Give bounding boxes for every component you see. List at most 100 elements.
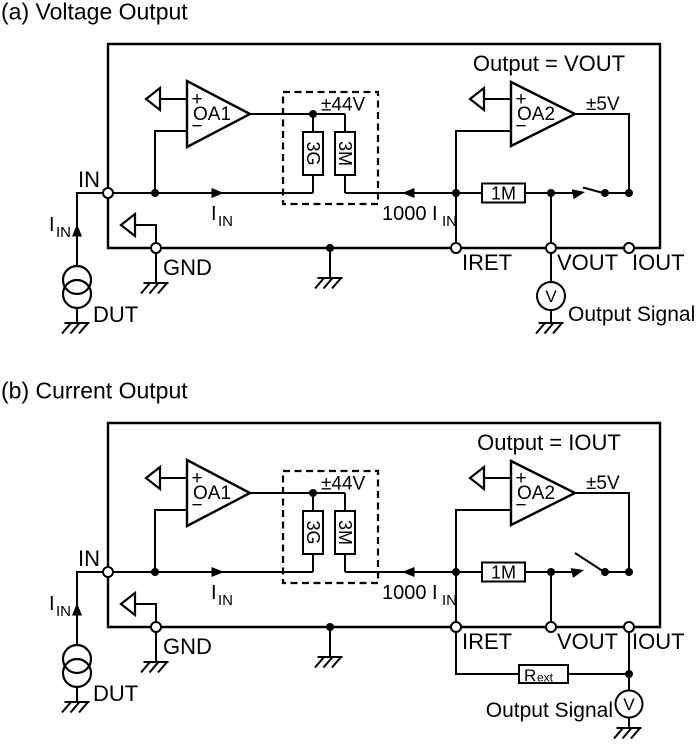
oa2-label: OA2 — [517, 483, 555, 504]
svg-text:I: I — [211, 203, 217, 225]
resistor-3m-label: 3M — [335, 520, 355, 545]
wire — [76, 571, 108, 645]
hv-supply-label: ±44V — [321, 474, 366, 495]
current-arrow-icon — [72, 224, 82, 237]
ground-symbol — [613, 727, 643, 740]
terminal-in — [102, 187, 114, 199]
dut-label: DUT — [93, 302, 138, 327]
resistor-3g: 3G — [302, 131, 324, 176]
ground-symbol — [61, 701, 91, 714]
junction-dot — [452, 568, 460, 576]
ground-symbol — [61, 322, 91, 335]
input-current-wire-label: I IN — [211, 582, 233, 609]
terminal-gnd-label: GND — [163, 255, 212, 280]
switch-contact-arrow-icon — [570, 565, 586, 578]
ground-symbol — [140, 661, 170, 674]
scaled-current-label: 1000 I IN — [382, 582, 457, 609]
resistor-rext: R ext — [518, 664, 569, 685]
resistor-rext-body — [518, 664, 569, 684]
voltmeter-symbol: V — [545, 287, 557, 306]
wire — [135, 603, 157, 627]
resistor-3g-body — [302, 131, 324, 176]
output-voltmeter: V — [614, 689, 644, 719]
guard-shield-icon — [144, 465, 162, 491]
terminal-iret-label: IRET — [462, 250, 512, 275]
oa1-triangle — [185, 458, 253, 528]
hv-supply-label: ±44V — [321, 95, 366, 116]
resistor-rext-sub: ext — [537, 671, 554, 685]
svg-text:IN: IN — [56, 224, 71, 241]
terminal-vout-label: VOUT — [557, 250, 618, 275]
resistor-1m: 1M — [481, 182, 526, 204]
dut-current-source — [61, 643, 93, 689]
resistor-3m: 3M — [334, 510, 356, 555]
oa2-minus-input: − — [515, 116, 526, 137]
wire — [575, 113, 630, 193]
junction-dot — [151, 568, 159, 576]
resistor-3g: 3G — [302, 510, 324, 555]
diagram-a: (a) Voltage Output — [1, 0, 695, 335]
diagram-b-title: (b) Current Output — [1, 378, 188, 404]
current-arrow-icon — [402, 188, 415, 198]
input-current-label: I IN — [49, 214, 71, 241]
input-current-wire-label: I IN — [211, 203, 233, 230]
dut-current-source — [61, 264, 93, 310]
oa1-label: OA1 — [193, 104, 231, 125]
guard-shield-icon — [119, 591, 137, 617]
guard-shield-icon — [468, 86, 486, 112]
current-arrow-icon — [402, 567, 415, 577]
junction-dot — [452, 189, 460, 197]
terminal-iret — [450, 242, 462, 254]
svg-text:IN: IN — [218, 592, 233, 609]
terminal-gnd-label: GND — [163, 634, 212, 659]
terminal-iret-label: IRET — [462, 629, 512, 654]
svg-text:I: I — [211, 582, 217, 604]
current-arrow-icon — [211, 567, 224, 577]
oa2-triangle — [509, 80, 578, 148]
junction-dot — [151, 189, 159, 197]
output-equation: Output = IOUT — [477, 430, 621, 455]
switch-contact-arrow-icon — [571, 187, 586, 200]
ground-symbol — [314, 656, 344, 669]
voltmeter-circle — [614, 689, 644, 719]
svg-text:IN: IN — [218, 213, 233, 230]
svg-text:I: I — [49, 593, 55, 615]
oa2-label: OA2 — [517, 104, 555, 125]
junction-dot — [547, 189, 555, 197]
terminal-in-label: IN — [78, 546, 100, 571]
amplifier-boundary-box — [106, 42, 662, 250]
svg-text:1000 I: 1000 I — [382, 582, 438, 604]
opamp-oa1: + OA1 − — [185, 79, 253, 149]
resistor-3m-body — [334, 510, 356, 555]
resistor-3g-label: 3G — [303, 141, 323, 165]
opamp-oa2: + OA2 − — [509, 459, 578, 527]
resistor-rext-label: R — [524, 666, 536, 685]
resistor-1m-body — [481, 182, 526, 204]
svg-text:1000 I: 1000 I — [382, 203, 438, 225]
terminal-iout-label: IOUT — [632, 250, 685, 275]
voltmeter-circle — [536, 281, 566, 311]
output-signal-label: Output Signal — [486, 699, 613, 722]
resistor-3m-body — [334, 131, 356, 176]
output-mode-switch — [571, 186, 606, 200]
resistor-1m-body — [481, 561, 526, 583]
terminal-vout-label: VOUT — [557, 629, 618, 654]
resistor-1m-label: 1M — [491, 563, 516, 583]
junction-dot — [625, 670, 633, 678]
junction-dot — [601, 189, 609, 197]
svg-text:IN: IN — [56, 603, 71, 620]
ground-symbol — [314, 277, 344, 290]
ground-symbol — [140, 282, 170, 295]
output-voltmeter: V — [536, 281, 566, 311]
wire — [455, 130, 511, 193]
lv-supply-label: ±5V — [586, 473, 620, 494]
wire — [455, 509, 511, 572]
output-signal-label: Output Signal — [568, 303, 695, 326]
dut-label: DUT — [93, 681, 138, 706]
wire — [455, 632, 519, 675]
oa1-minus-input: − — [191, 116, 202, 137]
input-current-label: I IN — [49, 593, 71, 620]
oa1-plus-input: + — [191, 468, 202, 489]
oa1-triangle — [185, 79, 253, 149]
